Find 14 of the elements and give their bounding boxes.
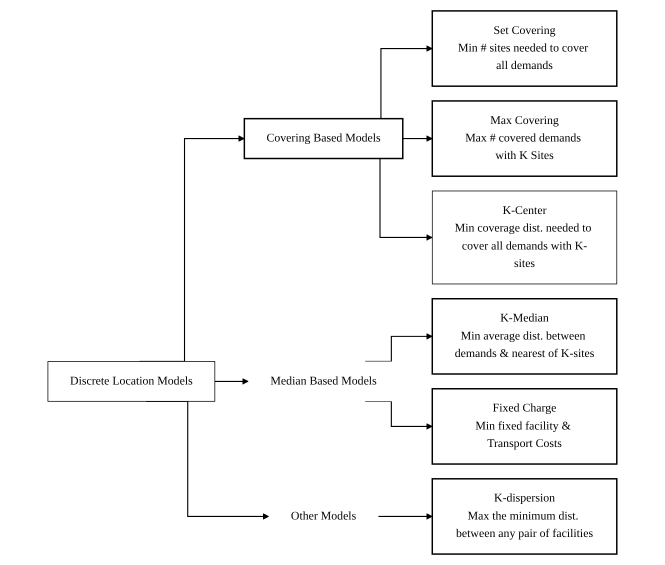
node-box: Covering Based Models [244, 118, 404, 160]
arrow [402, 135, 433, 142]
node-text: Other Models [291, 510, 356, 522]
node-box: K-Median Min average dist. between demands & nearest of K-sites [432, 298, 618, 375]
node-box: Fixed Charge Min fixed facility & Transport Costs [432, 388, 618, 465]
node-box: Discrete Location Models [48, 361, 216, 402]
node-box: K-dispersion Max the minimum dist. between any pair of facilities [432, 478, 618, 555]
node-box: Max Covering Max # covered demands with K Sites [432, 100, 618, 177]
arrow [378, 513, 433, 520]
node-box: Set Covering Min # sites needed to cover all demands [432, 10, 618, 87]
arrow [365, 400, 433, 430]
node-box: K-Center Min coverage dist. needed to cover all demands with K-sites [432, 190, 618, 284]
arrow [214, 378, 249, 385]
arrow [365, 333, 433, 362]
